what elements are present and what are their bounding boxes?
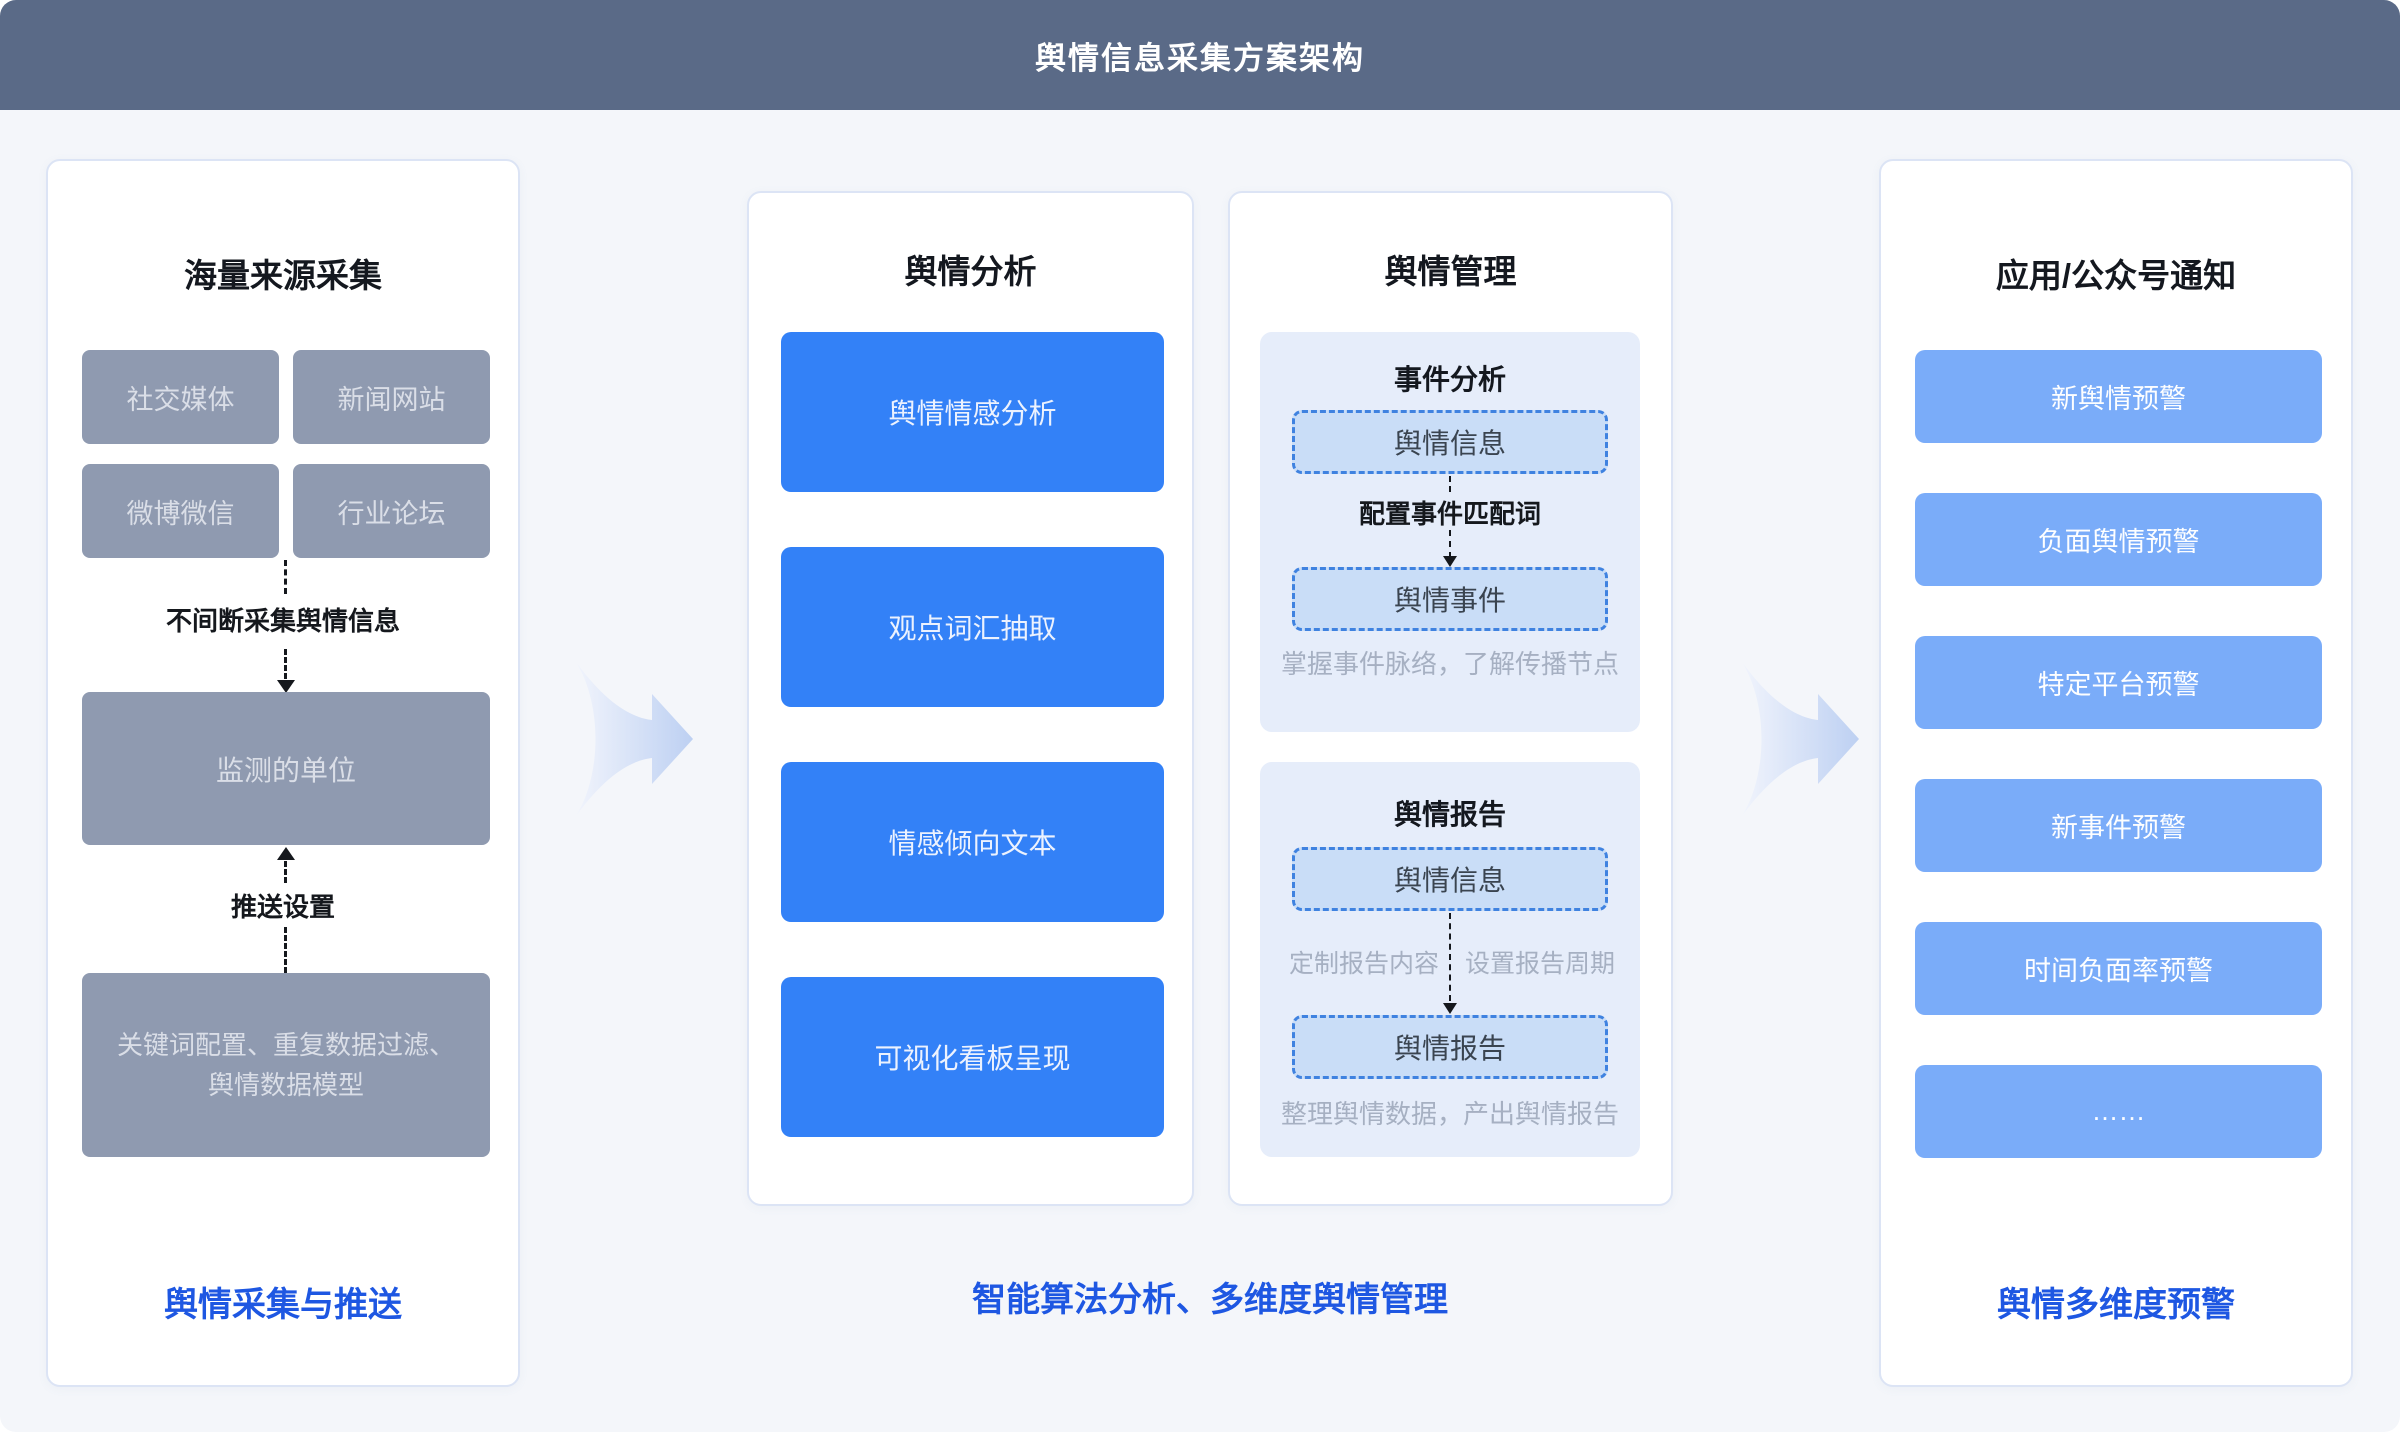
flow-arrow-icon	[1742, 662, 1859, 816]
notification-box: 特定平台预警	[1915, 636, 2322, 729]
notification-box: 新事件预警	[1915, 779, 2322, 872]
panel-analysis-title: 舆情分析	[904, 253, 1037, 290]
arrow-label-left: 定制报告内容	[1288, 950, 1439, 978]
group-caption: 整理舆情数据，产出舆情报告	[1280, 1099, 1619, 1129]
panel-management: 舆情管理 事件分析 舆情信息 配置事件匹配词 舆情事件 掌握事件脉络，了解传播节…	[1228, 191, 1673, 1206]
flow-arrow-icon	[576, 662, 693, 816]
source-box: 行业论坛	[293, 464, 490, 558]
report-group: 舆情报告 舆情信息 定制报告内容 设置报告周期 舆情报告 整理舆情数据，产出舆情…	[1260, 762, 1640, 1157]
notification-box: 新舆情预警	[1915, 350, 2322, 443]
arrow-down-icon	[277, 680, 295, 693]
arrow-down-icon	[1443, 556, 1457, 567]
arrow-down-icon	[1443, 1003, 1457, 1014]
analysis-box: 可视化看板呈现	[781, 977, 1164, 1137]
analysis-box: 情感倾向文本	[781, 762, 1164, 922]
dashed-connector	[284, 927, 287, 973]
source-box: 新闻网站	[293, 350, 490, 444]
panel-footer-analysis-management: 智能算法分析、多维度舆情管理	[972, 1281, 1448, 1319]
source-box: 微博微信	[82, 464, 279, 558]
dashed-connector	[1449, 530, 1451, 558]
panel-notification: 应用/公众号通知 新舆情预警 负面舆情预警 特定平台预警 新事件预警 时间负面率…	[1879, 159, 2353, 1387]
dashed-connector	[1449, 476, 1451, 492]
flow-label: 不间断采集舆情信息	[165, 606, 400, 636]
panel-footer-notification: 舆情多维度预警	[1997, 1286, 2235, 1324]
panel-management-title: 舆情管理	[1384, 253, 1517, 290]
monitor-box: 监测的单位	[82, 692, 490, 845]
notification-box: 负面舆情预警	[1915, 493, 2322, 586]
flow-label: 推送设置	[230, 892, 335, 922]
dashed-connector	[284, 560, 287, 594]
panel-footer-collection: 舆情采集与推送	[164, 1286, 402, 1324]
page-title: 舆情信息采集方案架构	[1035, 40, 1365, 76]
arrow-up-icon	[277, 847, 295, 860]
group-title: 事件分析	[1393, 364, 1506, 395]
event-analysis-group: 事件分析 舆情信息 配置事件匹配词 舆情事件 掌握事件脉络，了解传播节点	[1260, 332, 1640, 732]
dashed-connector	[284, 861, 287, 883]
analysis-box: 观点词汇抽取	[781, 547, 1164, 707]
dashed-box-report: 舆情报告	[1292, 1015, 1608, 1079]
keyword-config-box: 关键词配置、重复数据过滤、 舆情数据模型	[82, 973, 490, 1157]
keyword-config-line: 关键词配置、重复数据过滤、	[116, 1030, 455, 1060]
dashed-box-info: 舆情信息	[1292, 847, 1608, 911]
source-grid: 社交媒体 新闻网站 微博微信 行业论坛	[82, 350, 490, 558]
panel-analysis: 舆情分析 舆情情感分析 观点词汇抽取 情感倾向文本 可视化看板呈现	[747, 191, 1194, 1206]
notification-box: ……	[1915, 1065, 2322, 1158]
title-bar: 舆情信息采集方案架构	[0, 0, 2400, 110]
source-box: 社交媒体	[82, 350, 279, 444]
dashed-box-event: 舆情事件	[1292, 567, 1608, 631]
keyword-config-line: 舆情数据模型	[207, 1070, 364, 1100]
group-title: 舆情报告	[1393, 799, 1506, 830]
arrow-label-right: 设置报告周期	[1464, 950, 1615, 978]
group-caption: 掌握事件脉络，了解传播节点	[1280, 649, 1619, 679]
arrow-label: 配置事件匹配词	[1358, 499, 1541, 529]
panel-collection-title: 海量来源采集	[184, 257, 382, 294]
dashed-connector	[284, 649, 287, 679]
panel-notification-title: 应用/公众号通知	[1995, 257, 2237, 294]
dashed-connector	[1449, 913, 1451, 1001]
panel-collection: 海量来源采集 社交媒体 新闻网站 微博微信 行业论坛 不间断采集舆情信息 监测的…	[46, 159, 520, 1387]
dashed-box-info: 舆情信息	[1292, 410, 1608, 474]
analysis-box: 舆情情感分析	[781, 332, 1164, 492]
notification-box: 时间负面率预警	[1915, 922, 2322, 1015]
